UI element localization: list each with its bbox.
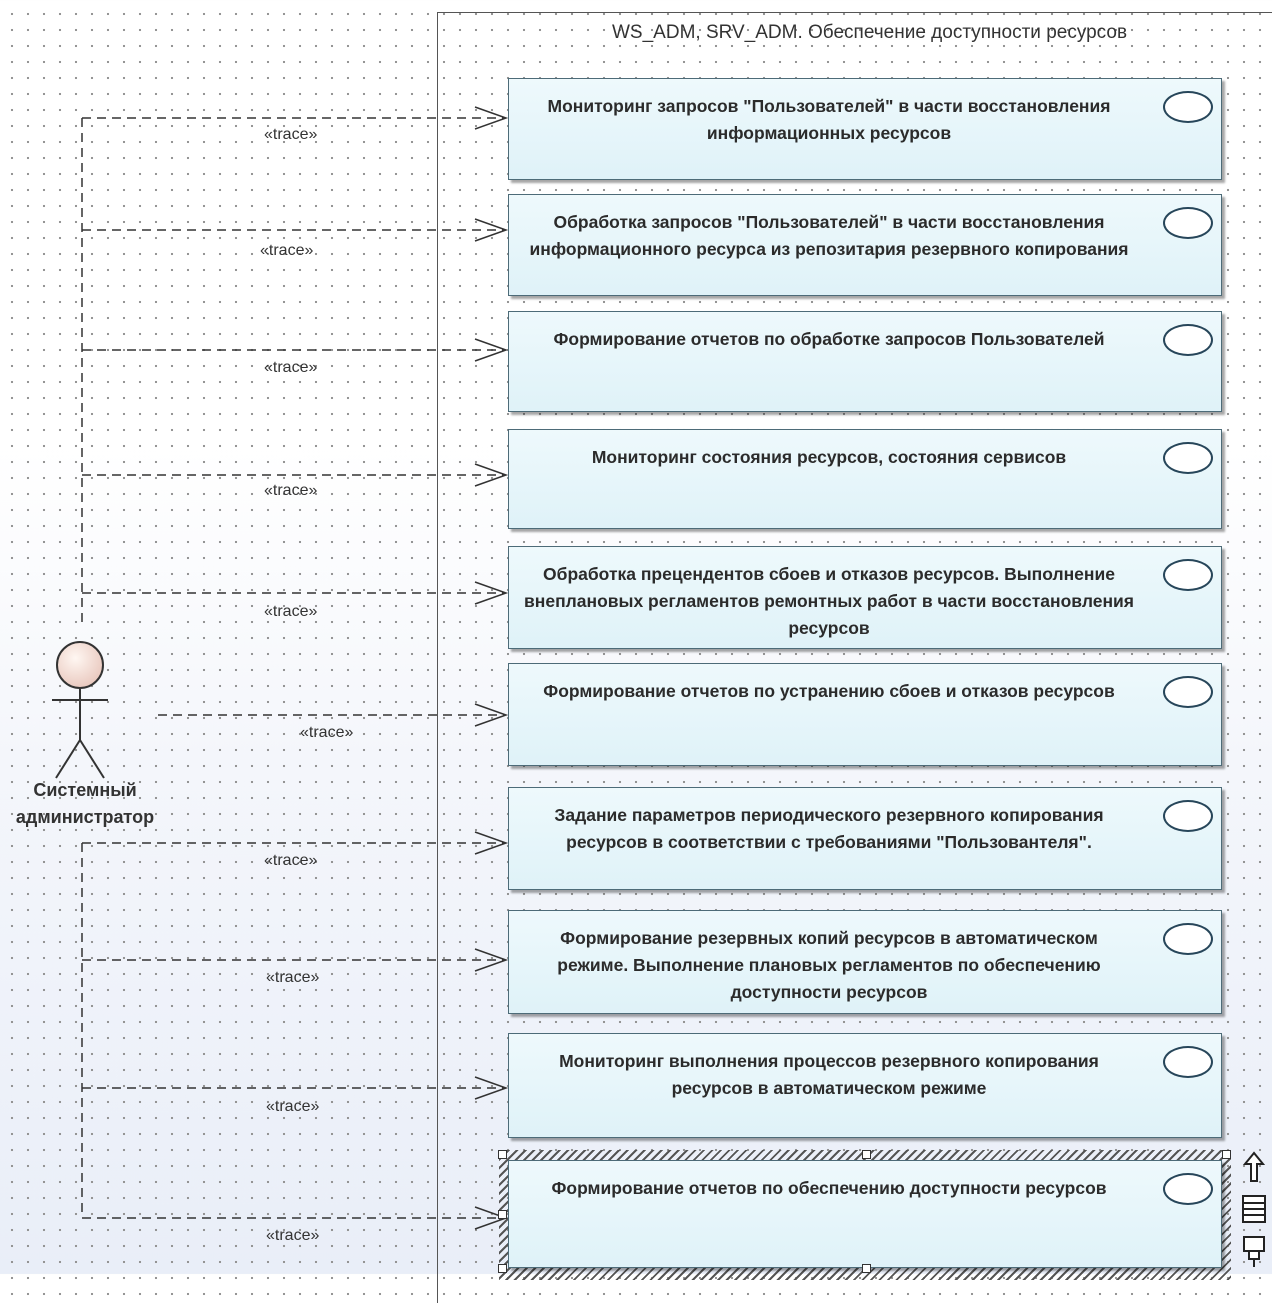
system-boundary[interactable] [437, 12, 1272, 1303]
use-case-ellipse-icon [1163, 1046, 1213, 1078]
use-case-label: Задание параметров периодического резерв… [554, 805, 1104, 852]
resize-handle-bottom[interactable] [862, 1264, 871, 1273]
actor-left-leg [55, 739, 81, 779]
trace-label: «trace» [264, 126, 318, 143]
trace-label: «trace» [264, 603, 318, 620]
use-case-ellipse-icon [1163, 324, 1213, 356]
actor-name: Системный администратор [15, 780, 155, 827]
use-case-9[interactable]: Мониторинг выполнения процессов резервно… [508, 1033, 1222, 1138]
use-case-ellipse-icon [1163, 1173, 1213, 1205]
use-case-label: Обработка прецендентов сбоев и отказов р… [524, 564, 1134, 638]
use-case-label: Мониторинг выполнения процессов резервно… [559, 1051, 1099, 1098]
use-case-ellipse-icon [1163, 91, 1213, 123]
actor-figure[interactable] [40, 638, 130, 783]
use-case-label: Обработка запросов "Пользователей" в час… [529, 212, 1129, 259]
actor-head [56, 641, 104, 689]
trace-label: «trace» [266, 1098, 320, 1115]
actor-right-leg [79, 739, 105, 779]
list-icon[interactable] [1240, 1192, 1268, 1226]
use-case-8[interactable]: Формирование резервных копий ресурсов в … [508, 910, 1222, 1014]
trace-label: «trace» [260, 242, 314, 259]
use-case-label: Формирование отчетов по обработке запрос… [553, 329, 1105, 349]
use-case-label: Формирование отчетов по обеспечению дост… [551, 1178, 1107, 1198]
resize-handle-left[interactable] [498, 1210, 507, 1219]
use-case-ellipse-icon [1163, 923, 1213, 955]
use-case-ellipse-icon [1163, 676, 1213, 708]
trace-label: «trace» [266, 969, 320, 986]
boundary-title: WS_ADM, SRV_ADM. Обеспечение доступности… [612, 22, 1128, 43]
trace-label: «trace» [266, 1227, 320, 1244]
use-case-7[interactable]: Задание параметров периодического резерв… [508, 787, 1222, 890]
use-case-1[interactable]: Мониторинг запросов "Пользователей" в ча… [508, 78, 1222, 180]
use-case-4[interactable]: Мониторинг состояния ресурсов, состояния… [508, 429, 1222, 529]
use-case-6[interactable]: Формирование отчетов по устранению сбоев… [508, 663, 1222, 766]
use-case-ellipse-icon [1163, 800, 1213, 832]
use-case-label: Мониторинг состояния ресурсов, состояния… [591, 447, 1067, 467]
trace-label: «trace» [264, 852, 318, 869]
use-case-2[interactable]: Обработка запросов "Пользователей" в час… [508, 194, 1222, 296]
pin-icon[interactable] [1240, 1234, 1268, 1268]
use-case-3[interactable]: Формирование отчетов по обработке запрос… [508, 311, 1222, 412]
trace-label: «trace» [264, 359, 318, 376]
use-case-5[interactable]: Обработка прецендентов сбоев и отказов р… [508, 546, 1222, 649]
resize-handle-top[interactable] [862, 1150, 871, 1159]
use-case-label: Формирование отчетов по устранению сбоев… [543, 681, 1115, 701]
arrow-up-icon[interactable] [1240, 1150, 1268, 1184]
trace-label: «trace» [300, 724, 354, 741]
resize-handle-top-left[interactable] [498, 1150, 507, 1159]
resize-handle-top-right[interactable] [1222, 1150, 1231, 1159]
use-case-10[interactable]: Формирование отчетов по обеспечению дост… [508, 1160, 1222, 1268]
use-case-ellipse-icon [1163, 442, 1213, 474]
use-case-label: Формирование резервных копий ресурсов в … [557, 928, 1101, 1002]
trace-label: «trace» [264, 482, 318, 499]
use-case-ellipse-icon [1163, 207, 1213, 239]
use-case-ellipse-icon [1163, 559, 1213, 591]
use-case-label: Мониторинг запросов "Пользователей" в ча… [547, 96, 1111, 143]
resize-handle-bottom-left[interactable] [498, 1264, 507, 1273]
